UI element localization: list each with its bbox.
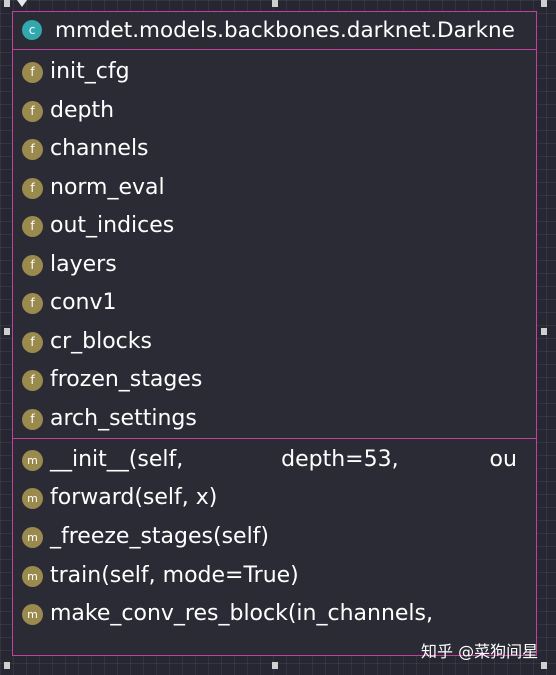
field-row[interactable]: f channels [13,130,536,168]
field-icon: f [22,101,43,122]
method-signature: make_conv_res_block(in_channels, [50,601,434,626]
field-row[interactable]: f cr_blocks [13,323,536,361]
field-icon: f [22,332,43,353]
resize-handle-top-left[interactable] [4,0,10,7]
field-name: out_indices [50,213,175,238]
method-signature: train(self, mode=True) [50,563,299,588]
field-icon: f [22,409,43,430]
field-name: frozen_stages [50,367,203,392]
field-name: layers [50,252,117,277]
field-row[interactable]: f layers [13,246,536,284]
class-icon: c [22,20,42,40]
field-row[interactable]: f init_cfg [13,53,536,91]
field-icon: f [22,139,43,160]
resize-handle-right[interactable] [541,328,547,335]
class-diagram-box[interactable]: c mmdet.models.backbones.darknet.Darkne … [12,11,537,656]
watermark: 知乎 @菜狗间星 [421,642,539,661]
method-row[interactable]: m forward(self, x) [13,479,536,517]
field-row[interactable]: f out_indices [13,207,536,245]
method-icon: m [22,604,43,625]
field-row[interactable]: f depth [13,92,536,130]
method-icon: m [22,488,43,509]
field-name: cr_blocks [50,329,152,354]
method-signature: _freeze_stages(self) [50,524,270,549]
method-row[interactable]: m train(self, mode=True) [13,557,536,595]
resize-handle-top-right[interactable] [541,0,547,7]
method-icon: m [22,450,43,471]
field-row[interactable]: f conv1 [13,284,536,322]
class-title: mmdet.models.backbones.darknet.Darkne [55,18,515,43]
method-row[interactable]: m __init__(self, depth=53, ou [13,441,536,479]
field-row[interactable]: f arch_settings [13,400,536,438]
field-icon: f [22,293,43,314]
resize-handle-bottom-left[interactable] [4,662,10,669]
method-icon: m [22,566,43,587]
field-name: depth [50,98,115,123]
method-signature: __init__(self, depth=53, ou [50,447,517,472]
field-icon: f [22,62,43,83]
class-header[interactable]: c mmdet.models.backbones.darknet.Darkne [13,12,536,50]
field-icon: f [22,370,43,391]
field-name: arch_settings [50,406,197,431]
field-name: norm_eval [50,175,165,200]
field-name: init_cfg [50,59,130,84]
method-row[interactable]: m _freeze_stages(self) [13,518,536,556]
method-icon: m [22,527,43,548]
field-name: channels [50,136,149,161]
resize-handle-top[interactable] [272,0,278,7]
field-name: conv1 [50,290,117,315]
field-row[interactable]: f frozen_stages [13,361,536,399]
resize-handle-bottom-right[interactable] [541,662,547,669]
method-row[interactable]: m make_conv_res_block(in_channels, [13,595,536,633]
field-icon: f [22,255,43,276]
field-row[interactable]: f norm_eval [13,169,536,207]
field-icon: f [22,178,43,199]
method-signature: forward(self, x) [50,485,218,510]
field-icon: f [22,216,43,237]
resize-handle-left[interactable] [4,328,10,335]
resize-handle-bottom[interactable] [272,662,278,669]
members-divider [13,438,536,439]
connector-arrow-tip [17,0,27,7]
